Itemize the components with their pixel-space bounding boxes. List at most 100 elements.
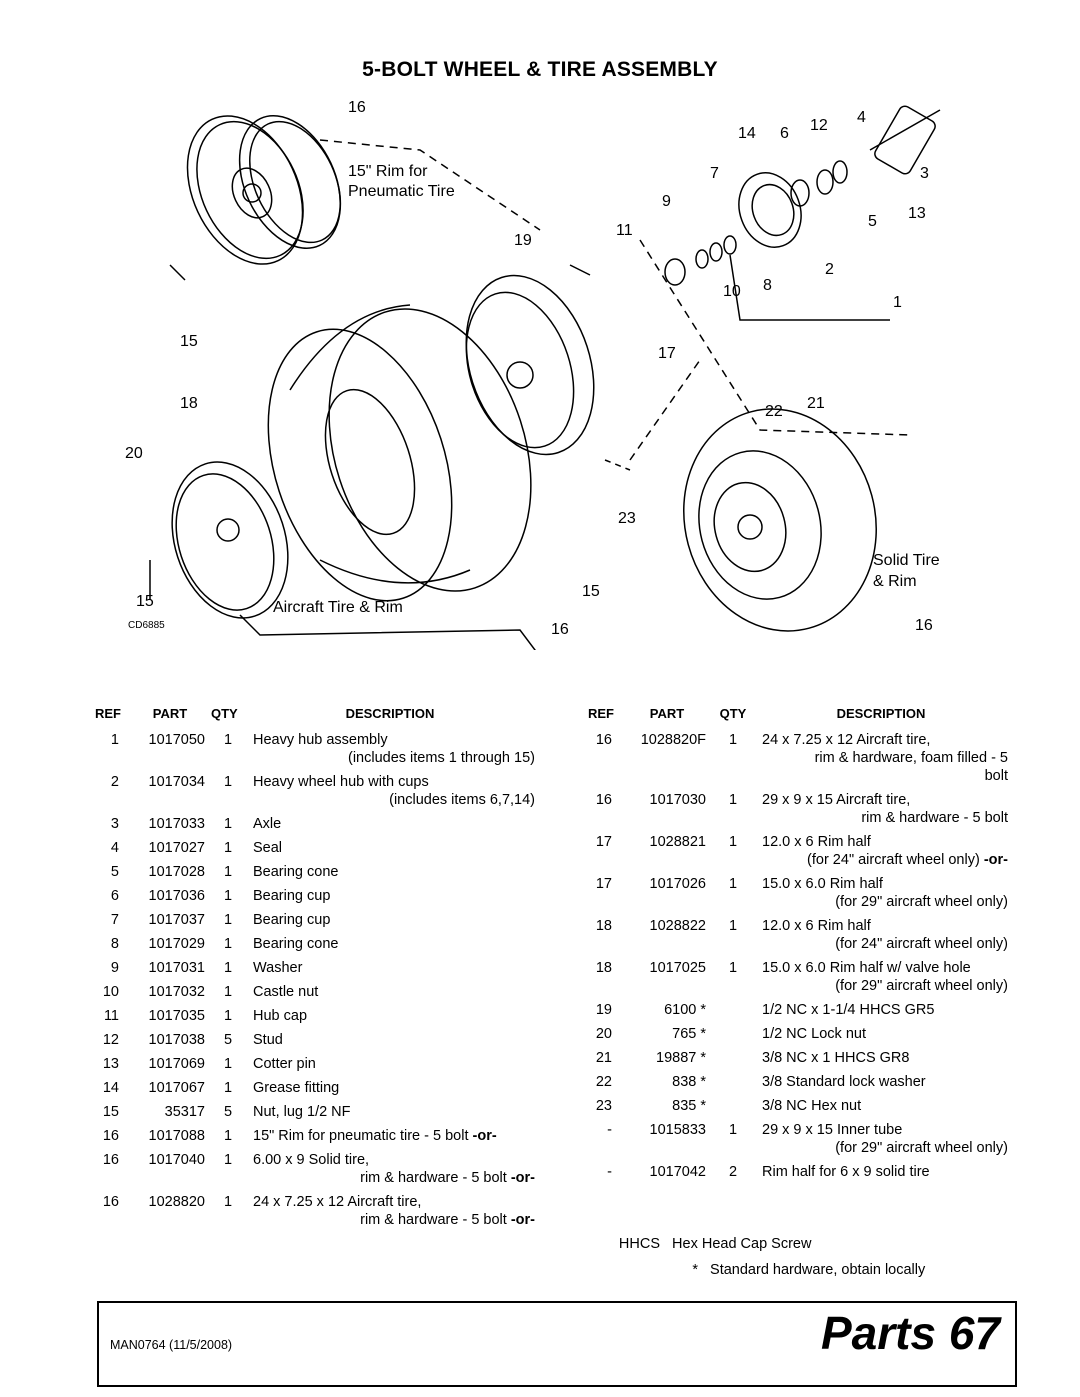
part-cell: 6100 * bbox=[664, 1002, 706, 1018]
callout-15-right: 15 bbox=[582, 583, 600, 600]
qty-cell: 1 bbox=[223, 840, 233, 856]
part-cell: 835 * bbox=[672, 1098, 706, 1114]
description-line: Heavy hub assembly bbox=[253, 732, 388, 748]
ref-cell: - bbox=[607, 1122, 612, 1138]
part-cell: 1017027 bbox=[148, 840, 205, 856]
part-cell: 1028820 bbox=[148, 1194, 205, 1210]
qty-cell: 1 bbox=[223, 1128, 233, 1144]
document-number: MAN0764 (11/5/2008) bbox=[110, 1338, 233, 1352]
description-line: Stud bbox=[253, 1032, 283, 1048]
description-line-2: (includes items 1 through 15) bbox=[348, 750, 535, 766]
description-cell: 1/2 NC Lock nut bbox=[754, 1025, 1008, 1049]
qty-cell: 1 bbox=[728, 876, 738, 892]
qty-cell bbox=[712, 1025, 754, 1049]
description-cell: Cotter pin bbox=[245, 1055, 535, 1079]
description-cell: 29 x 9 x 15 Aircraft tire,rim & hardware… bbox=[754, 791, 1008, 833]
part-cell: 1017040 bbox=[148, 1152, 205, 1168]
description-line: 1/2 NC x 1-1/4 HHCS GR5 bbox=[762, 1002, 935, 1018]
description-line: 15.0 x 6.0 Rim half w/ valve hole bbox=[762, 960, 971, 976]
description-line-2: (for 29" aircraft wheel only) bbox=[835, 978, 1008, 994]
qty-cell: 1 bbox=[223, 1194, 233, 1210]
part-cell: 1017067 bbox=[148, 1080, 205, 1096]
ref-cell: 12 bbox=[102, 1032, 119, 1048]
description-cell: 29 x 9 x 15 Inner tube(for 29" aircraft … bbox=[754, 1121, 1008, 1163]
callout-17: 17 bbox=[658, 345, 676, 362]
qty-cell: 1 bbox=[223, 774, 233, 790]
description-cell: 1/2 NC x 1-1/4 HHCS GR5 bbox=[754, 1001, 1008, 1025]
qty-header: QTY bbox=[211, 706, 238, 721]
ref-cell: 21 bbox=[595, 1050, 612, 1066]
callout-pneumatic-tire: Pneumatic Tire bbox=[348, 183, 455, 200]
description-line: 12.0 x 6 Rim half bbox=[762, 918, 871, 934]
callout-15-left: 15 bbox=[180, 333, 198, 350]
description-cell: Stud bbox=[245, 1031, 535, 1055]
qty-cell: 1 bbox=[728, 792, 738, 808]
ref-cell: 4 bbox=[110, 840, 119, 856]
callout-rim-for: 15" Rim for bbox=[348, 163, 428, 180]
part-cell: 1028821 bbox=[649, 834, 706, 850]
ref-cell: 13 bbox=[102, 1056, 119, 1072]
qty-cell: 5 bbox=[223, 1104, 233, 1120]
ref-cell: 3 bbox=[110, 816, 119, 832]
callout-13: 13 bbox=[908, 205, 926, 222]
description-line-2: (includes items 6,7,14) bbox=[389, 792, 535, 808]
description-cell: Washer bbox=[245, 959, 535, 983]
callout-15-lower: 15 bbox=[136, 593, 154, 610]
footer-box bbox=[97, 1301, 1017, 1387]
qty-cell: 1 bbox=[223, 1056, 233, 1072]
description-line: 15.0 x 6.0 Rim half bbox=[762, 876, 883, 892]
description-line-2: rim & hardware - 5 bolt bbox=[360, 1170, 511, 1186]
ref-cell: 17 bbox=[595, 834, 612, 850]
qty-cell: 1 bbox=[728, 1122, 738, 1138]
part-cell: 1017037 bbox=[148, 912, 205, 928]
ref-cell: 1 bbox=[110, 732, 119, 748]
rim-half-lower-drawing bbox=[171, 461, 289, 619]
callout-2: 2 bbox=[825, 261, 834, 278]
description-cell: 3/8 NC Hex nut bbox=[754, 1097, 1008, 1121]
callout-20: 20 bbox=[125, 445, 143, 462]
or-marker: -or- bbox=[983, 852, 1008, 868]
callout-1: 1 bbox=[893, 294, 902, 311]
ref-cell: 14 bbox=[102, 1080, 119, 1096]
qty-cell: 1 bbox=[223, 912, 233, 928]
callout-8: 8 bbox=[763, 277, 772, 294]
ref-cell: 20 bbox=[595, 1026, 612, 1042]
callout-solid-tire: Solid Tire bbox=[873, 552, 940, 569]
part-cell: 1017042 bbox=[649, 1164, 706, 1180]
qty-header: QTY bbox=[719, 706, 747, 721]
callout-aircraft-tire-rim: Aircraft Tire & Rim bbox=[273, 599, 403, 616]
qty-cell: 1 bbox=[223, 816, 233, 832]
or-marker: -or- bbox=[510, 1170, 535, 1186]
part-cell: 1017032 bbox=[148, 984, 205, 1000]
description-line: 24 x 7.25 x 12 Aircraft tire, bbox=[253, 1194, 422, 1210]
ref-cell: 7 bbox=[110, 912, 119, 928]
callout-3: 3 bbox=[920, 165, 929, 182]
qty-cell: 1 bbox=[728, 960, 738, 976]
part-cell: 1017036 bbox=[148, 888, 205, 904]
description-cell: Bearing cup bbox=[245, 887, 535, 911]
qty-cell: 2 bbox=[728, 1164, 738, 1180]
qty-cell: 1 bbox=[223, 936, 233, 952]
description-line: 3/8 NC Hex nut bbox=[762, 1098, 862, 1114]
ref-cell: 9 bbox=[110, 960, 119, 976]
description-line: Bearing cone bbox=[253, 936, 339, 952]
description-cell: Castle nut bbox=[245, 983, 535, 1007]
description-line: Grease fitting bbox=[253, 1080, 340, 1096]
ref-cell: 17 bbox=[595, 876, 612, 892]
diagram-code: CD6885 bbox=[128, 620, 165, 631]
description-cell: Grease fitting bbox=[245, 1079, 535, 1103]
description-line: Bearing cup bbox=[253, 912, 331, 928]
